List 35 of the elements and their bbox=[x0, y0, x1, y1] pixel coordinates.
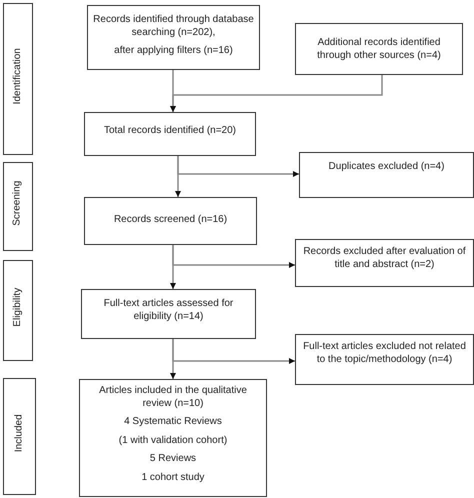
box-text: Duplicates excluded (n=4) bbox=[328, 161, 446, 174]
box-text: Full-text articles excluded not related to the topic/methodology (n=4) bbox=[302, 341, 467, 366]
box-text: Records excluded after evaluation of title and abstract (n=2) bbox=[302, 246, 467, 271]
process-box bbox=[79, 379, 267, 497]
stage-label: Eligibility bbox=[12, 286, 24, 329]
arrow bbox=[172, 245, 295, 268]
box-text: after applying filters (n=16) bbox=[113, 45, 234, 58]
process-box bbox=[295, 23, 463, 75]
arrow bbox=[170, 75, 383, 112]
box-text: 1 cohort study bbox=[140, 472, 206, 484]
box-text: 4 Systematic Reviews bbox=[123, 416, 223, 428]
process-box bbox=[87, 5, 260, 70]
stage-box bbox=[3, 378, 36, 495]
arrow bbox=[172, 339, 295, 364]
box-text: Articles included in the qualitative review (n=10) bbox=[98, 385, 248, 410]
process-box bbox=[84, 197, 257, 245]
process-box bbox=[84, 112, 256, 156]
stage-box bbox=[3, 3, 33, 155]
stage-label: Included bbox=[13, 414, 26, 454]
box-text: 5 Reviews bbox=[148, 453, 198, 466]
process-box bbox=[299, 152, 474, 198]
box-text: Full-text articles assessed for eligibility (n=14) bbox=[102, 298, 234, 323]
box-text: (1 with validation cohort) bbox=[118, 434, 228, 447]
process-box bbox=[295, 334, 474, 385]
box-text: Records screened (n=16) bbox=[112, 214, 228, 226]
box-text: Total records identified (n=20) bbox=[102, 125, 238, 138]
stage-box bbox=[3, 162, 33, 251]
box-text: Additional records identified through other sources (n=4) bbox=[316, 37, 442, 62]
stage-box bbox=[3, 260, 33, 361]
box-text: Records identified through database searching (n=202), bbox=[92, 14, 255, 39]
stage-label: Identification bbox=[12, 46, 24, 106]
arrow bbox=[177, 156, 299, 177]
process-box bbox=[295, 239, 474, 287]
process-box bbox=[81, 289, 256, 339]
stage-label: Screening bbox=[12, 180, 24, 228]
